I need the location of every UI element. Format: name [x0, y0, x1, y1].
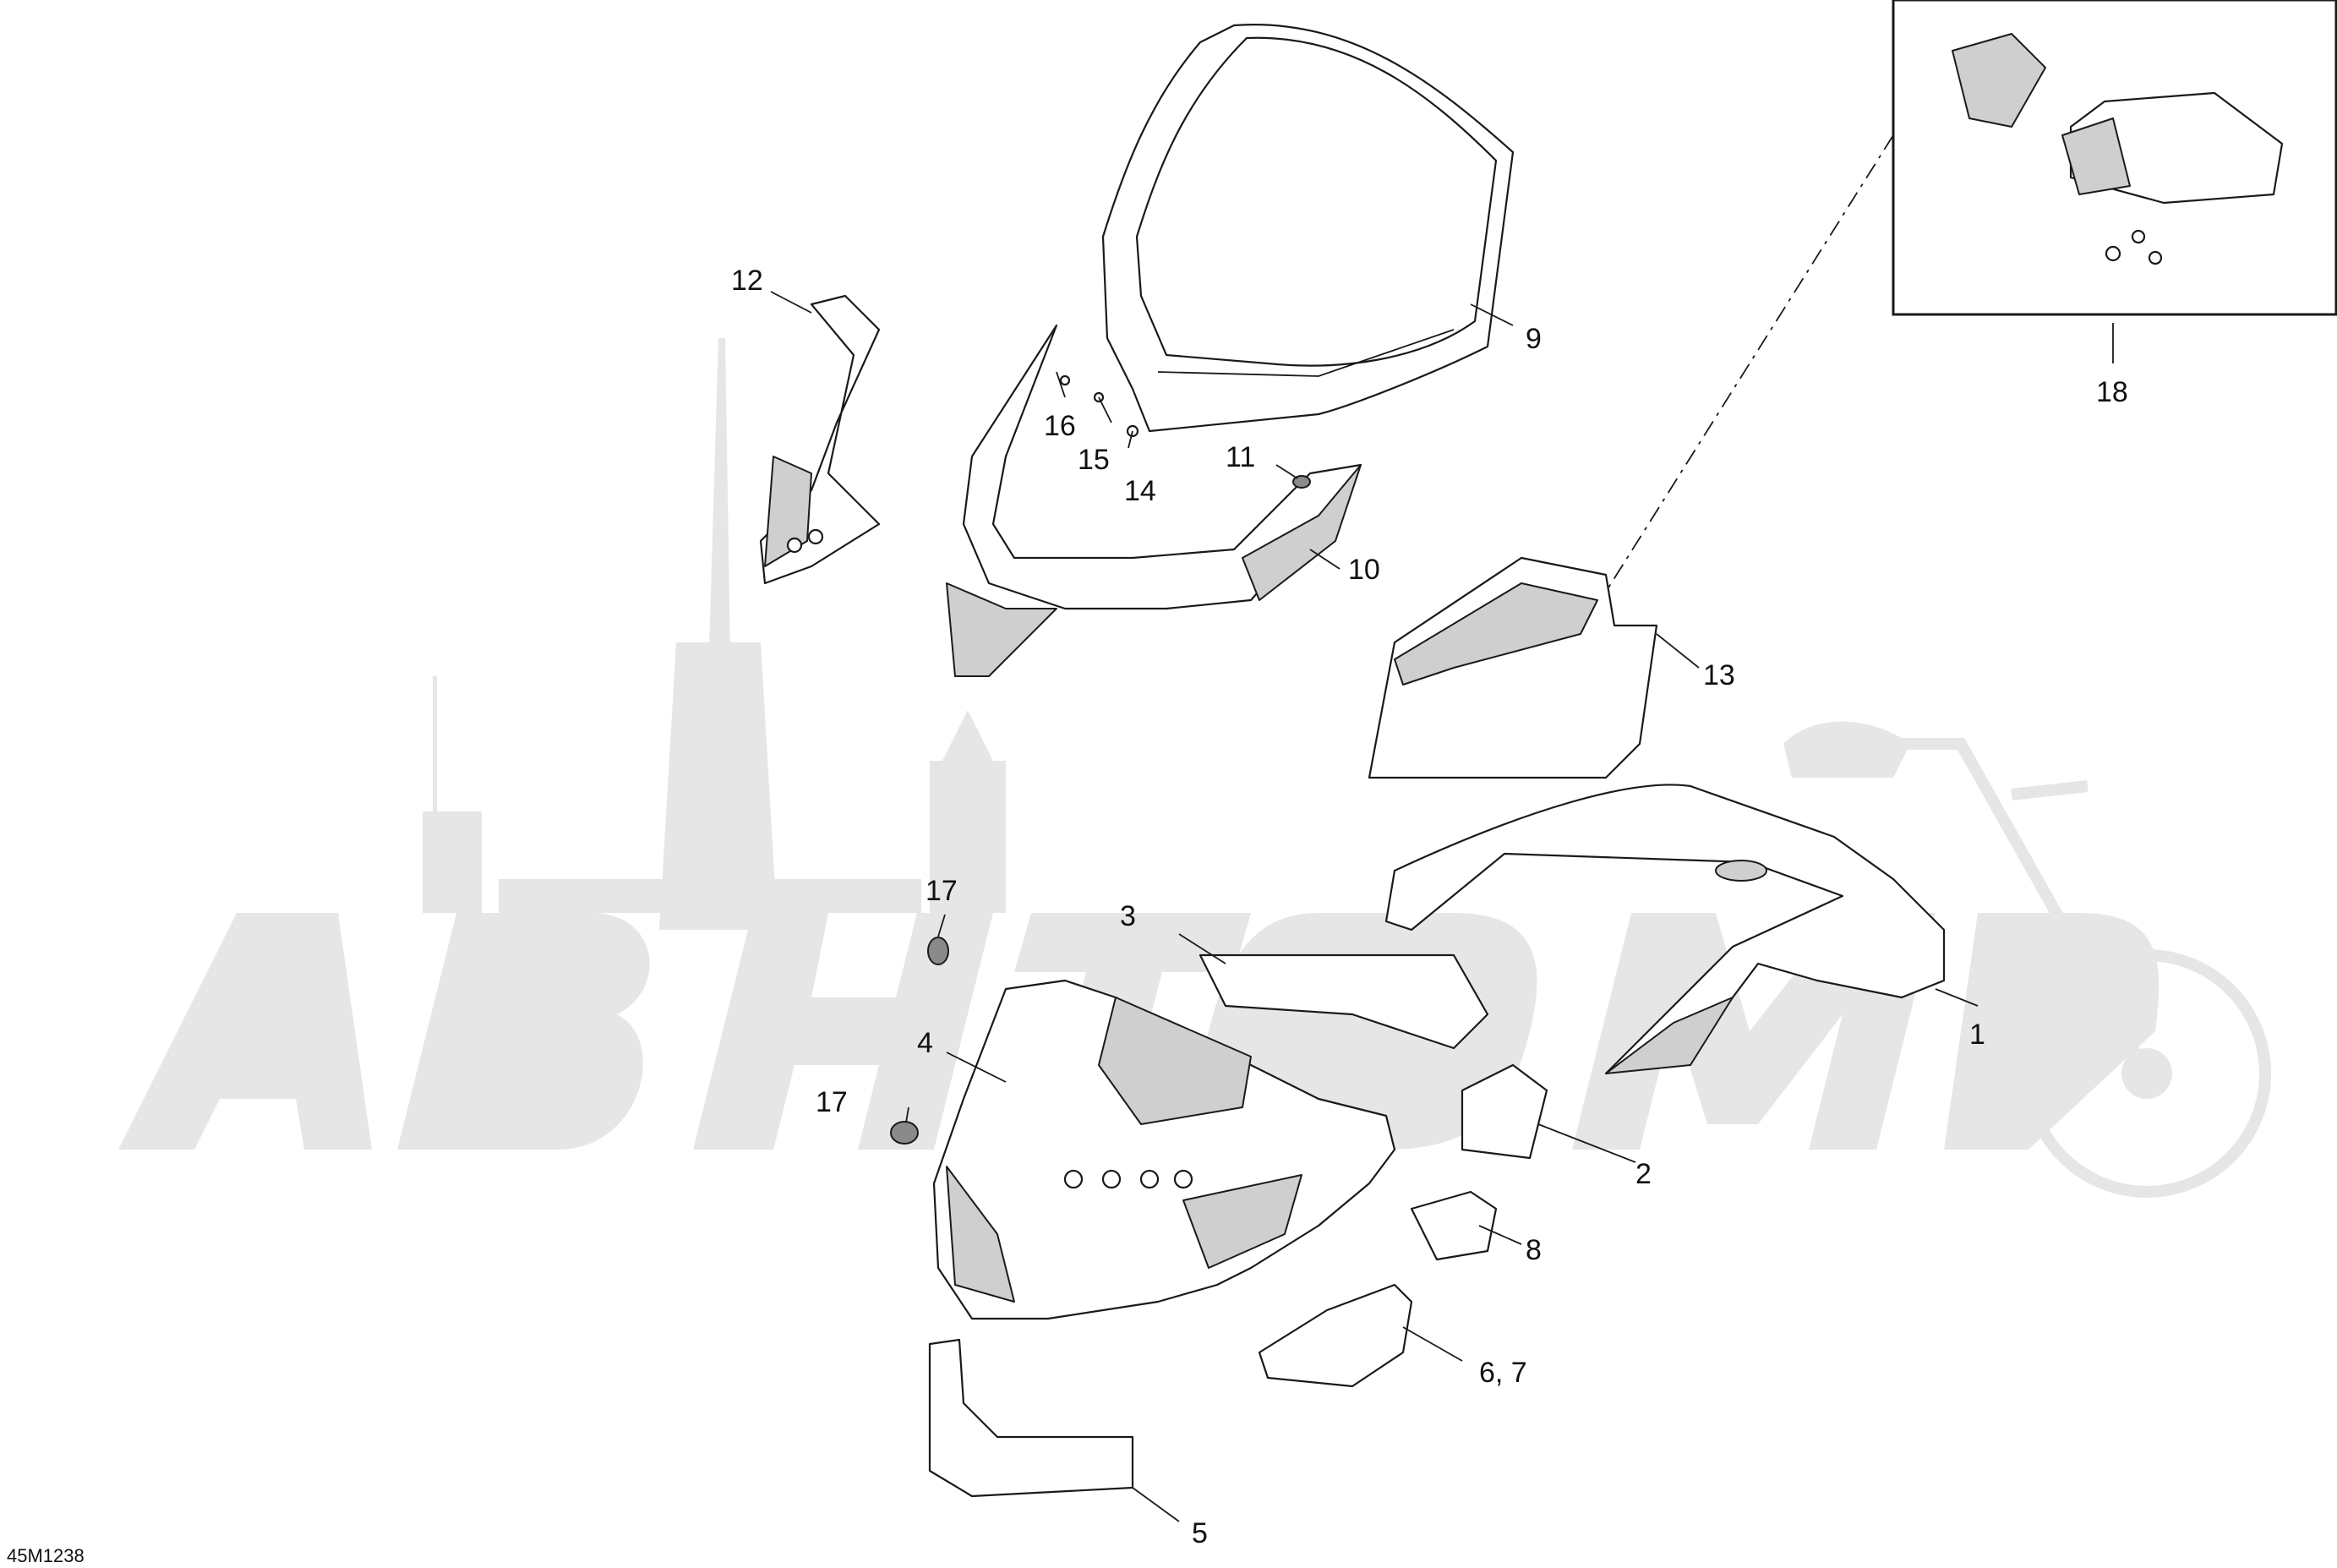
watermark — [118, 338, 2271, 1198]
callout-14: 14 — [1124, 475, 1156, 507]
part-1-hood-frame — [1384, 784, 1946, 1075]
callout-15: 15 — [1078, 444, 1110, 476]
part-5-lower-panel — [928, 1338, 1134, 1498]
callout-18: 18 — [2096, 376, 2128, 408]
part-10-deflector — [946, 324, 1362, 677]
callout-8: 8 — [1526, 1234, 1542, 1266]
callout-17-lower: 17 — [816, 1086, 848, 1118]
part-17-grommet-lower — [890, 1121, 919, 1145]
callout-13: 13 — [1703, 659, 1735, 691]
part-3-trim — [1199, 953, 1489, 1050]
callout-17-upper: 17 — [926, 875, 958, 907]
callout-2: 2 — [1635, 1158, 1652, 1190]
callout-4: 4 — [917, 1027, 933, 1059]
callout-6-7: 6, 7 — [1479, 1357, 1527, 1389]
part-18-inset — [1892, 0, 2337, 316]
part-8-pad — [1410, 1190, 1498, 1261]
part-12-bracket — [759, 294, 881, 585]
part-9-windshield — [1101, 24, 1515, 433]
part-13-panel — [1368, 556, 1658, 779]
callout-1: 1 — [1969, 1019, 1985, 1051]
callout-10: 10 — [1348, 554, 1380, 586]
part-17-grommet-upper — [927, 937, 949, 965]
part-4-cowl — [932, 979, 1396, 1320]
callout-12: 12 — [731, 265, 763, 297]
drawing-code: 45M1238 — [7, 1545, 85, 1566]
callout-3: 3 — [1120, 900, 1136, 932]
callout-16: 16 — [1044, 410, 1076, 442]
callout-labels: 1 2 3 4 5 6, 7 8 9 10 11 12 13 14 15 16 … — [731, 265, 2128, 1549]
part-6-7-pad — [1258, 1283, 1413, 1388]
leader-lines — [770, 134, 2114, 1522]
callout-11: 11 — [1226, 441, 1255, 473]
callout-9: 9 — [1526, 323, 1542, 355]
callout-5: 5 — [1192, 1517, 1208, 1549]
part-11-grommet — [1292, 475, 1311, 489]
